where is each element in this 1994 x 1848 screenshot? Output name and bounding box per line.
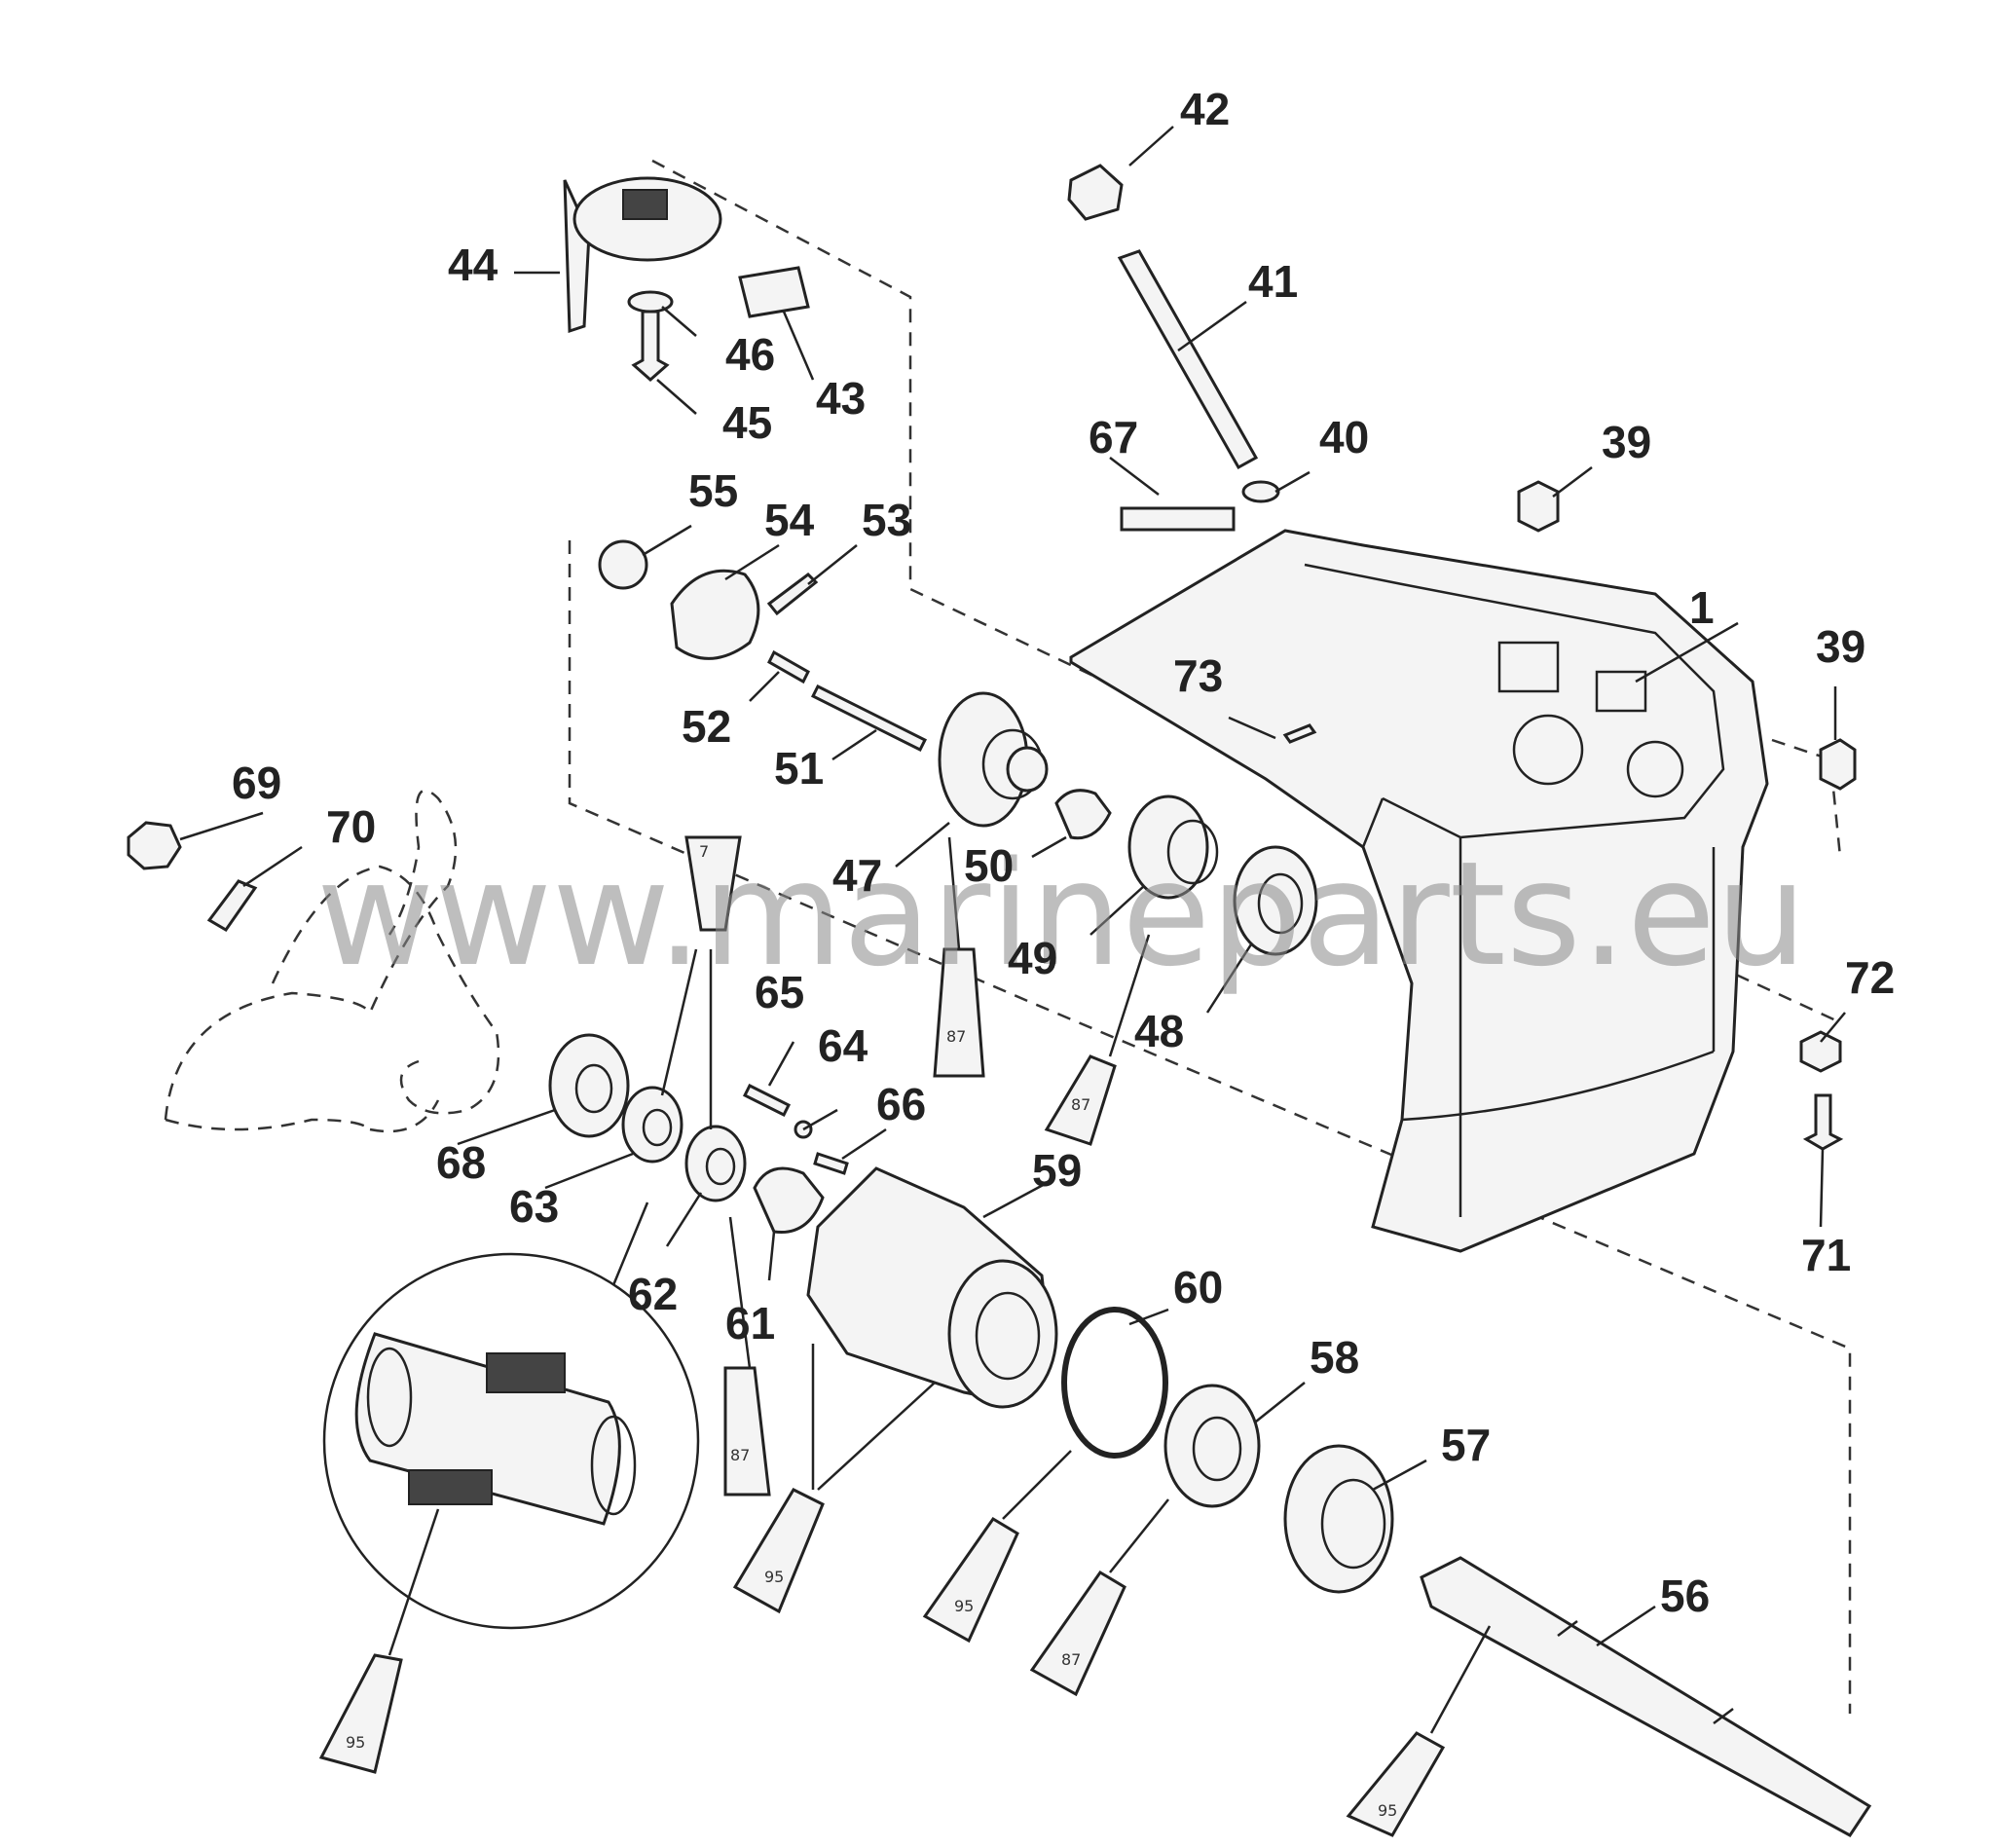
- trim-tab-anode: [563, 176, 722, 334]
- callout-69: 69: [232, 758, 281, 808]
- callout-48: 48: [1134, 1006, 1184, 1056]
- callout-45: 45: [722, 397, 772, 448]
- detent-55: [598, 539, 648, 590]
- bearing-63: [621, 1086, 683, 1164]
- o-ring-60: [1061, 1307, 1168, 1459]
- tube-label: 95: [954, 1597, 974, 1615]
- bearing-49: [1127, 795, 1219, 900]
- sealant-tube-87: 87: [1044, 1054, 1117, 1146]
- leader-lines: [179, 126, 1846, 1734]
- callout-67: 67: [1089, 412, 1138, 462]
- sealant-tube-95: 95: [1346, 1731, 1446, 1837]
- callout-55: 55: [688, 465, 738, 516]
- tube-label: 87: [946, 1027, 966, 1046]
- callout-53: 53: [862, 495, 911, 545]
- callout-54: 54: [764, 495, 815, 545]
- reverse-gear-57: [1283, 1444, 1394, 1594]
- pin-53: [766, 573, 819, 616]
- callout-52: 52: [682, 701, 731, 752]
- callout-68: 68: [436, 1137, 486, 1188]
- screw-45: [631, 310, 670, 383]
- sealant-tubes: 7 87 87 87 95 95 87 95: [318, 835, 1446, 1837]
- shift-cradle-54: [670, 569, 760, 660]
- callout-64: 64: [818, 1020, 868, 1071]
- callout-49: 49: [1008, 933, 1057, 983]
- callout-63: 63: [509, 1181, 559, 1232]
- tube-label: 87: [1061, 1650, 1081, 1669]
- gearcase-housing: [1069, 529, 1769, 1253]
- callout-41: 41: [1248, 256, 1298, 307]
- callout-42: 42: [1180, 84, 1230, 134]
- bearing-58: [1163, 1384, 1261, 1508]
- callout-71: 71: [1801, 1230, 1851, 1280]
- callout-58: 58: [1310, 1332, 1359, 1383]
- callout-43: 43: [816, 373, 866, 424]
- tube-label: 87: [1071, 1095, 1090, 1114]
- sealant-tube-95: 95: [732, 1488, 825, 1614]
- pinion-gear-47: [938, 691, 1049, 828]
- callout-39: 39: [1816, 621, 1865, 672]
- watermark: www.marineparts.eu: [316, 831, 1807, 998]
- spring-52: [767, 649, 810, 684]
- callout-50: 50: [964, 840, 1014, 891]
- sealant-tube-95: 95: [318, 1653, 403, 1774]
- spring-66: [813, 1152, 849, 1175]
- seal-strip-67: [1120, 506, 1236, 532]
- callout-62: 62: [628, 1269, 678, 1319]
- propeller-outline: [164, 789, 500, 1133]
- screw-71: [1802, 1093, 1844, 1151]
- cap-42: [1067, 164, 1124, 221]
- callout-labels: 1 39 39 40 41 42 43 44 45 46 47 48 49 50…: [232, 84, 1895, 1621]
- callout-60: 60: [1173, 1262, 1223, 1312]
- tube-41: [1117, 249, 1259, 470]
- callout-44: 44: [448, 240, 498, 290]
- tube-label: 95: [764, 1568, 784, 1586]
- bearing-62: [684, 1125, 747, 1202]
- callout-70: 70: [326, 801, 376, 852]
- thrust-washer-68: [548, 1033, 630, 1138]
- callout-65: 65: [755, 967, 804, 1017]
- cotter-pin-70: [206, 879, 258, 932]
- callout-57: 57: [1441, 1420, 1491, 1470]
- sealant-tube-87: 87: [723, 1366, 771, 1497]
- sealant-tube-87: 87: [1029, 1570, 1126, 1697]
- callout-39: 39: [1602, 417, 1651, 467]
- bushing-61: [753, 1166, 825, 1235]
- sealant-tube-7: 7: [684, 835, 742, 932]
- callout-1: 1: [1689, 582, 1715, 633]
- grommet-40: [1241, 480, 1280, 503]
- tube-label: 95: [1378, 1801, 1397, 1820]
- nut-72: [1799, 1030, 1842, 1073]
- nut-39-top: [1517, 480, 1560, 533]
- anode-block-43: [738, 266, 810, 318]
- screw-73: [1282, 723, 1317, 744]
- shaft-51: [810, 684, 928, 753]
- callout-66: 66: [876, 1079, 926, 1129]
- callout-61: 61: [725, 1298, 775, 1349]
- callout-72: 72: [1845, 952, 1895, 1003]
- bearing-carrier-59: [806, 1166, 1058, 1409]
- sealant-tube-87: 87: [933, 947, 985, 1078]
- callout-46: 46: [725, 329, 775, 380]
- sealant-tube-95: 95: [922, 1516, 1019, 1644]
- nut-39-side: [1819, 738, 1857, 791]
- bushing-50: [1054, 789, 1112, 840]
- callout-73: 73: [1173, 650, 1223, 701]
- callout-59: 59: [1032, 1145, 1082, 1196]
- tube-label: 7: [699, 842, 709, 861]
- detail-circle: [322, 1252, 700, 1630]
- propeller-shaft-56: [1420, 1556, 1872, 1837]
- callout-56: 56: [1660, 1571, 1710, 1621]
- bearing-race-48: [1233, 845, 1318, 956]
- screw-65: [742, 1083, 792, 1118]
- tube-label: 95: [346, 1733, 365, 1752]
- callout-47: 47: [832, 850, 882, 901]
- callout-51: 51: [774, 743, 824, 794]
- prop-nut-69: [127, 821, 182, 870]
- callout-40: 40: [1319, 412, 1369, 462]
- tube-label: 87: [730, 1446, 750, 1464]
